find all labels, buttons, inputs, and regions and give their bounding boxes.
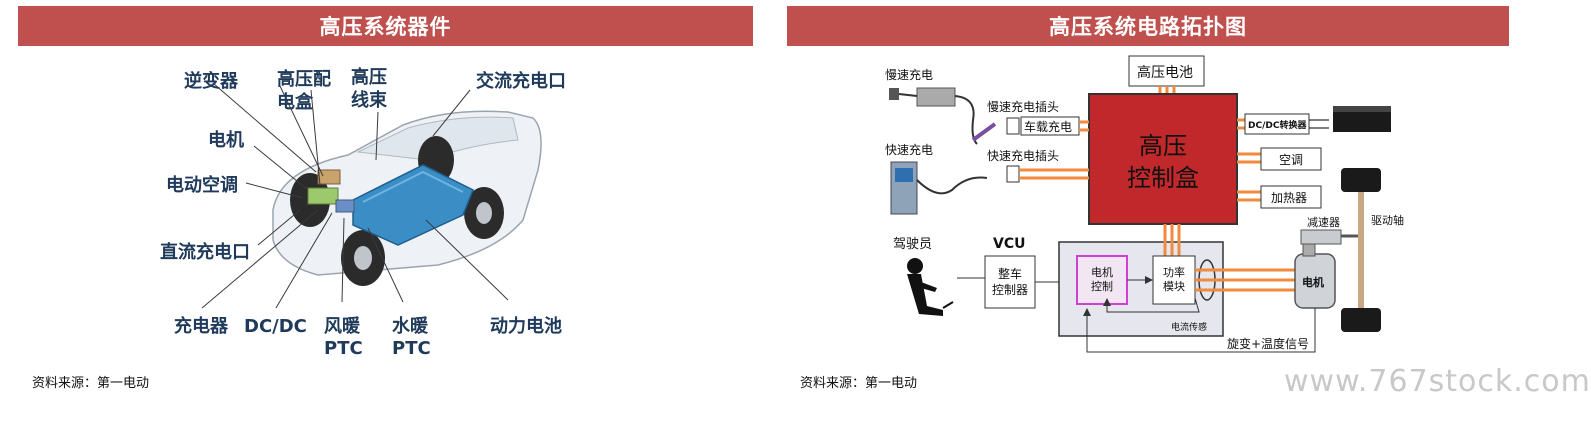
wheel-bottom [1341, 308, 1381, 332]
label-water-ptc-line2: PTC [392, 338, 431, 359]
power-module-box [1152, 255, 1196, 305]
hv-battery-label: 高压电池 [1137, 64, 1193, 81]
label-dcdc: DC/DC [244, 316, 307, 337]
vcu-label: VCU [993, 236, 1025, 252]
onboard-charger-label: 车载充电 [1024, 119, 1072, 134]
12v-battery-icon [1333, 106, 1391, 132]
dcdc-converter-box [1244, 113, 1310, 135]
driver-label: 驾驶员 [893, 237, 932, 252]
motor-control-line2: 控制 [1091, 279, 1113, 293]
left-source-note: 资料来源：第一电动 [32, 376, 150, 391]
ac-label: 空调 [1279, 153, 1303, 167]
watermark: www.767stock.com [1284, 364, 1591, 399]
slow-plug-label: 慢速充电插头 [987, 99, 1059, 114]
label-dc-charge-port: 直流充电口 [160, 241, 250, 263]
hv-battery-box [1128, 55, 1205, 87]
label-hv-pdu-line2: 电盒 [277, 91, 314, 113]
car-illustration [272, 110, 542, 286]
heater-box [1260, 185, 1322, 209]
resolver-signal-label: 旋变+温度信号 [1227, 336, 1309, 351]
vehicle-controller-box [984, 255, 1036, 309]
heater-label: 加热器 [1271, 191, 1307, 205]
label-water-ptc-line1: 水暖 [392, 315, 429, 337]
label-hv-harness-line2: 线束 [351, 89, 388, 111]
label-motor: 电机 [208, 129, 244, 151]
motor-icon [1294, 241, 1336, 309]
control-box-label-line1: 高压 [1139, 132, 1187, 160]
left-panel-title: 高压系统器件 [18, 6, 753, 46]
vehicle-controller-line1: 整车 [998, 266, 1022, 281]
label-hv-pdu-line1: 高压配 [277, 68, 331, 90]
fast-plug-connector [1006, 165, 1020, 183]
reducer-box [1300, 229, 1342, 245]
driver-icon [907, 258, 954, 316]
fast-charge-station-icon [890, 161, 988, 215]
power-module-line2: 模块 [1163, 280, 1185, 293]
label-ac-charge-port: 交流充电口 [476, 70, 566, 92]
dcdc-converter-label: DC/DC转换器 [1248, 119, 1307, 131]
leader-lines [201, 83, 509, 309]
right-source-note: 资料来源：第一电动 [800, 376, 918, 391]
label-hv-harness-line1: 高压 [351, 66, 387, 88]
onboard-charger-box [1020, 116, 1080, 136]
slow-plug-connector [1006, 117, 1020, 135]
fast-charge-label: 快速充电 [885, 142, 933, 157]
right-panel-title: 高压系统电路拓扑图 [787, 6, 1509, 46]
label-inverter: 逆变器 [184, 70, 239, 92]
current-sensor-label: 电流传感 [1171, 321, 1207, 333]
label-air-ptc-line2: PTC [324, 338, 363, 359]
drive-shaft-label: 驱动轴 [1371, 213, 1404, 227]
control-box-label-line2: 控制盒 [1127, 164, 1199, 192]
wheel-top [1341, 168, 1381, 192]
fast-plug-label: 快速充电插头 [987, 148, 1059, 163]
power-module-line1: 功率 [1163, 265, 1185, 279]
battery-pack [352, 164, 474, 246]
vehicle-controller-line2: 控制器 [992, 283, 1028, 297]
label-charger: 充电器 [174, 315, 229, 337]
label-power-battery: 动力电池 [490, 315, 562, 337]
label-air-ptc-line1: 风暖 [324, 315, 361, 337]
slow-charge-icon [889, 87, 997, 145]
hv-circuit-topology-diagram: 高压电池 高压 控制盒 慢速充电 慢速充电插头 车载充电 快速充电 快速充电插头… [885, 55, 1404, 353]
slow-charge-label: 慢速充电 [885, 67, 933, 82]
hv-components-diagram: 逆变器 高压配 电盒 高压 线束 交流充电口 电机 电动空调 直流充电口 充电器… [160, 66, 566, 359]
hv-control-box [1088, 93, 1238, 225]
motor-control-box [1076, 255, 1128, 305]
motor-label: 电机 [1302, 275, 1324, 289]
label-electric-ac: 电动空调 [166, 174, 238, 196]
reducer-label: 减速器 [1307, 216, 1340, 229]
ac-box [1260, 147, 1322, 171]
motor-control-line1: 电机 [1091, 265, 1113, 279]
